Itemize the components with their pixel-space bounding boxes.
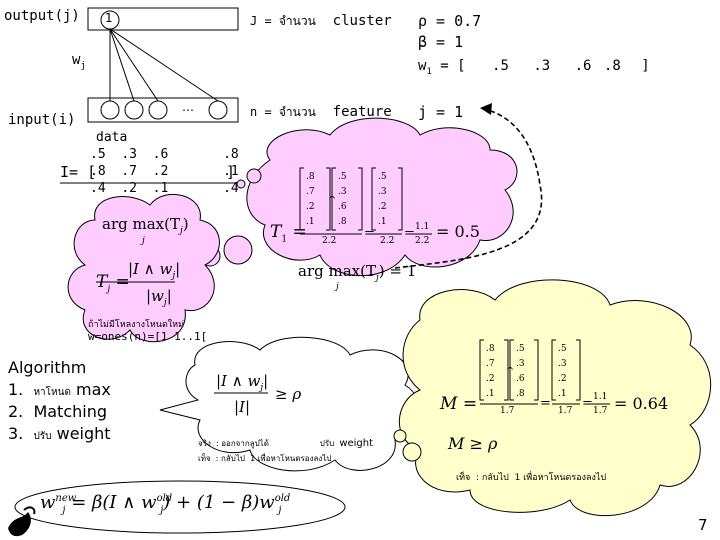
c2-denominator: |wj|: [146, 287, 172, 308]
c3-line1: จริง : ออกจากลูปได้ ปรับ weight: [198, 438, 374, 449]
output-layer-box: [87, 7, 239, 31]
c1-argmax-under: j: [336, 282, 339, 292]
c2-Tj: Tj =: [96, 272, 130, 295]
input-layer-box: [87, 97, 239, 123]
c2-argmax: arg max(Tj): [102, 215, 189, 236]
c3-numerator: |I ∧ wj|: [216, 372, 269, 393]
c4-matrix-a: .8.7.2.1: [486, 344, 495, 399]
input-ellipsis: …: [182, 100, 194, 114]
c1-result: .5.3.2.1: [378, 172, 387, 227]
c4-note: เท็จ : กลับไป 1 เพื่อหาโหนดรองลงไป: [456, 473, 607, 483]
c1-T1: T1 =: [270, 222, 307, 245]
c1-argmax: arg max(Tj) = 1: [298, 262, 417, 283]
c4-matrix-b: .5.3.6.8: [516, 344, 525, 399]
c4-denom2: 1.7: [558, 406, 573, 416]
w1-vector: w1 = [ .5 .3 .6 .8 ]: [418, 58, 650, 77]
c2-note1: ถ้าไม่มีโหลงางโหนดใหม่: [88, 320, 185, 330]
input-node-1: [100, 100, 120, 120]
c4-frac-num: 1.1: [593, 392, 608, 402]
input-node-2: [124, 100, 144, 120]
c4-M: M =: [440, 394, 478, 414]
c1-denom1: 2.2: [322, 236, 337, 246]
c2-argmax-under: j: [142, 236, 145, 246]
c3-line2: เท็จ : กลับไป 1 เพื่อหาโหนดรองลงไป: [198, 454, 332, 463]
dashed-arrow: [394, 109, 543, 269]
c4-value: = 0.64: [614, 394, 669, 413]
algorithm-step-2: 2. Matching: [8, 402, 107, 421]
c3-compare: ≥ ρ: [275, 385, 302, 403]
I-label: I= [: [60, 163, 97, 181]
c1-denom2: 2.2: [380, 236, 395, 246]
cloud-two: [67, 193, 220, 343]
c4-frac-den: 1.7: [593, 406, 608, 416]
rho-value: ρ = 0.7: [418, 12, 482, 30]
output-node-label: 1: [105, 11, 113, 25]
cloud-one: [246, 117, 518, 277]
c1-eq2: =: [404, 226, 415, 241]
c3-denominator: |I|: [234, 398, 251, 416]
input-node-3: [148, 100, 168, 120]
c1-frac-den: 2.2: [415, 236, 430, 246]
cloud-three: [159, 336, 420, 472]
n-definition: n = จำนวน feature: [250, 104, 392, 120]
data-matrix: .5 .3 .6 .8 .8 .7 .2 .1 .4 .2 .1 .4: [90, 147, 239, 196]
weight-connections: [109, 28, 219, 102]
c4-denom1: 1.7: [500, 406, 515, 416]
c1-eq1: =: [364, 226, 375, 241]
beta-value: β = 1: [418, 33, 464, 51]
c1-frac-num: 1.1: [415, 222, 430, 232]
c2-numerator: |I ∧ wj|: [128, 260, 181, 281]
brush-mark: [8, 512, 31, 537]
data-label: data: [96, 130, 128, 145]
J-definition: J = จำนวน cluster: [250, 13, 392, 29]
c4-M-geq: M ≥ ρ: [448, 434, 498, 453]
input-label: input(i): [8, 112, 76, 128]
j-value: j = 1: [418, 103, 464, 121]
I-close: ]: [226, 163, 236, 181]
weight-label: wj: [72, 52, 86, 71]
algorithm-step-3: 3. ปรับ weight: [8, 424, 111, 443]
c1-matrix-b: .5.3.6.8: [338, 172, 347, 227]
c2-note2: w=ones(n)=[1 1..1[: [88, 330, 208, 343]
c1-matrix-a: .8.7.2.1: [306, 172, 315, 227]
page-number: 7: [698, 516, 708, 534]
c1-value: = 0.5: [436, 222, 480, 241]
algorithm-step-1: 1. หาโหนด max: [8, 380, 111, 399]
c4-eq2: =: [582, 396, 593, 411]
c4-eq1: =: [540, 396, 551, 411]
output-label: output(j): [4, 8, 80, 24]
update-oval: [14, 480, 346, 534]
c1-wedge: ^: [328, 195, 337, 206]
update-formula: wnewj = β(I ∧ woldj) + (1 − β)woldj: [40, 492, 291, 516]
c4-result: .5.3.2.1: [558, 344, 567, 399]
input-node-4: [208, 100, 228, 120]
c4-wedge: ^: [506, 366, 515, 377]
algorithm-title: Algorithm: [8, 358, 87, 377]
